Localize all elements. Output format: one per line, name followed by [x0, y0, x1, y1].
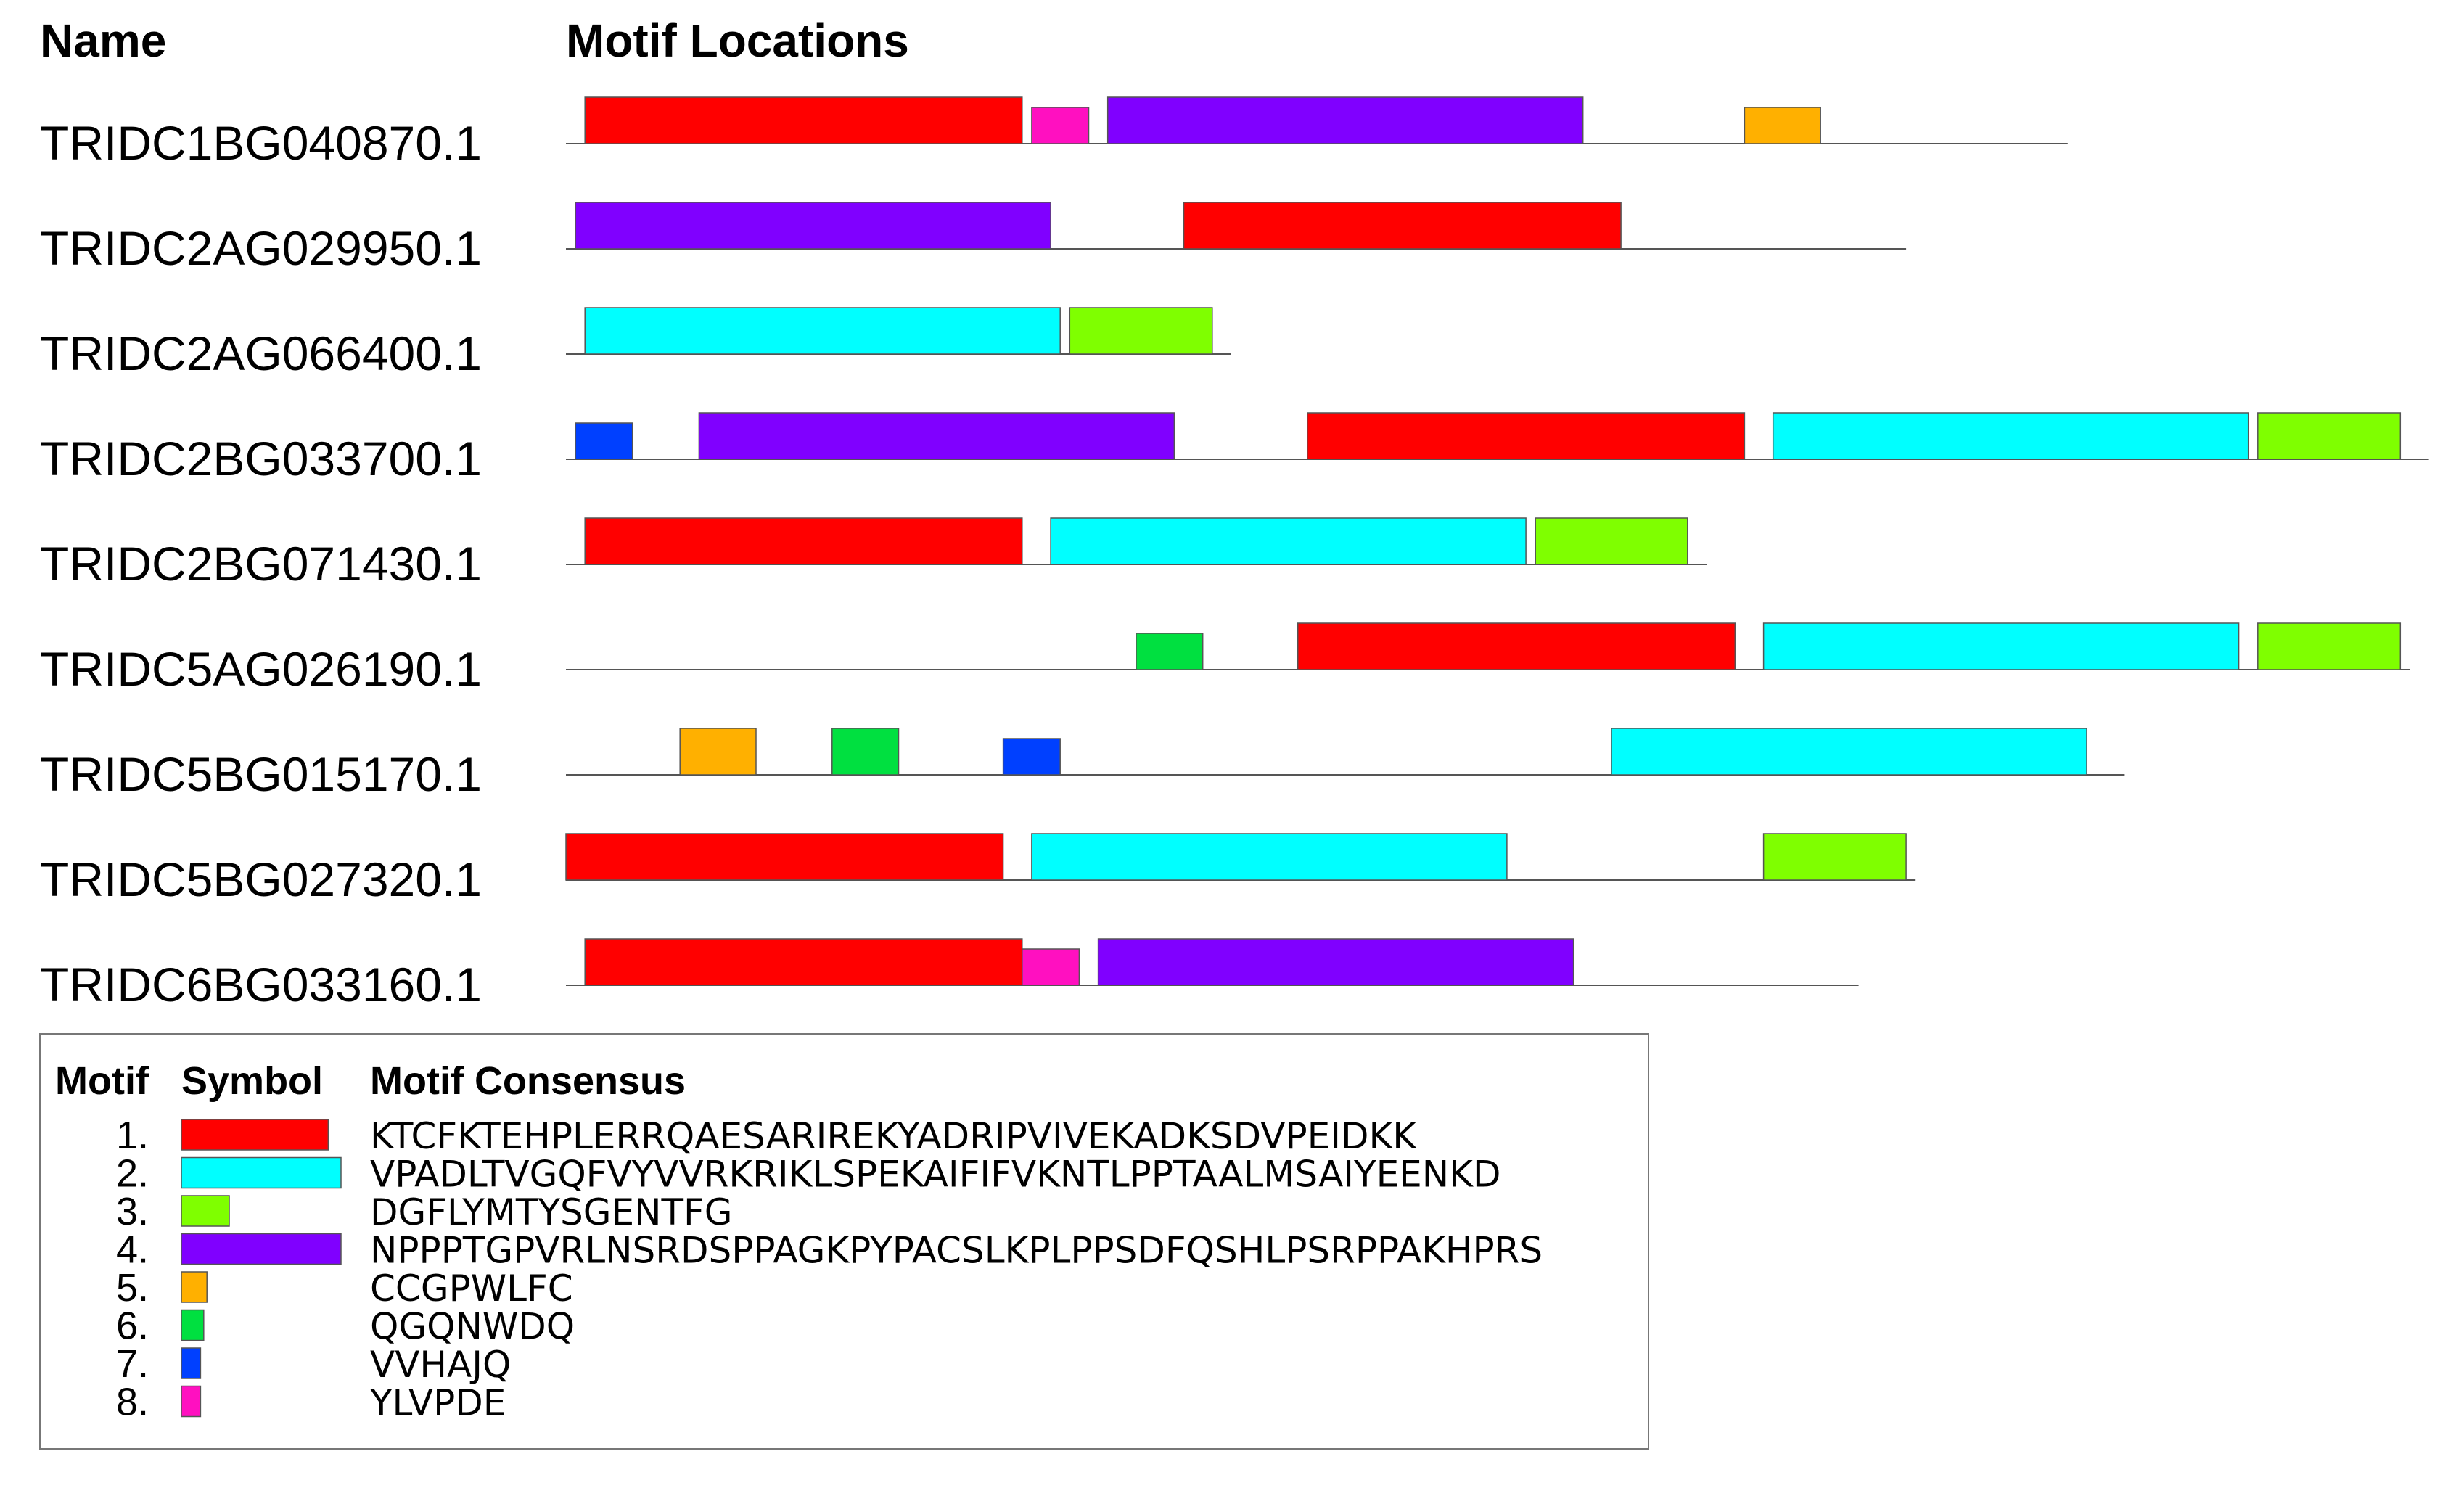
sequence-row: TRIDC1BG040870.1: [40, 96, 2068, 170]
legend-motif-5-symbol: [181, 1271, 208, 1303]
motif-6-block: [831, 728, 900, 776]
legend-motif-number: 8.: [116, 1381, 149, 1424]
motif-5-block: [679, 728, 757, 776]
motif-1-block: [584, 96, 1023, 144]
motif-2-block: [584, 307, 1061, 355]
sequence-name: TRIDC6BG033160.1: [40, 958, 482, 1011]
legend-motif-7-symbol: [181, 1347, 202, 1379]
legend-motif-8-symbol: [181, 1385, 202, 1418]
motif-2-block: [1611, 728, 2087, 776]
motif-legend: Motif Symbol Motif Consensus 1. KTCFKTEHP…: [39, 1033, 1649, 1450]
sequence-name: TRIDC2BG071430.1: [40, 537, 482, 591]
legend-row: 5. CCGPWLFC: [116, 1266, 573, 1310]
motif-4-block: [1097, 938, 1574, 986]
legend-row: 4. NPPPTGPVRLNSRDSPPAGKPYPACSLKPLPPSDFQSH…: [116, 1228, 1543, 1272]
sequence-name: TRIDC5BG027320.1: [40, 852, 482, 906]
motif-5-block: [1744, 107, 1821, 144]
legend-motif-consensus: VPADLTVGQFVYVVRKRIKLSPEKAIFIFVKNTLPPTAAL…: [370, 1154, 1500, 1196]
legend-row: 3. DGFLYMTYSGENTFG: [116, 1190, 733, 1233]
legend-row: 8. YLVPDE: [116, 1381, 506, 1424]
motif-2-block: [1031, 833, 1508, 881]
sequence-name: TRIDC2AG066400.1: [40, 326, 482, 380]
legend-motif-number: 3.: [116, 1190, 149, 1233]
sequence-name: TRIDC5AG026190.1: [40, 642, 482, 696]
sequence-tracks: TRIDC1BG040870.1TRIDC2AG029950.1TRIDC2AG…: [40, 96, 2429, 1011]
motif-3-block: [2257, 622, 2402, 670]
legend-motif-number: 6.: [116, 1304, 149, 1348]
legend-motif-consensus: QGQNWDQ: [370, 1306, 575, 1348]
motif-3-block: [1535, 517, 1688, 565]
legend-motif-consensus: DGFLYMTYSGENTFG: [370, 1191, 733, 1233]
motif-8-block: [1022, 948, 1080, 986]
sequence-name: TRIDC2BG033700.1: [40, 432, 482, 485]
legend-motif-1-symbol: [181, 1119, 329, 1151]
sequence-name: TRIDC1BG040870.1: [40, 116, 482, 170]
motif-4-block: [698, 412, 1175, 460]
motif-3-block: [2257, 412, 2402, 460]
legend-motif-header: Motif: [55, 1059, 149, 1103]
motif-4-block: [575, 202, 1051, 250]
sequence-row: TRIDC2AG066400.1: [40, 307, 1231, 380]
legend-motif-consensus: KTCFKTEHPLERRQAESARIREKYADRIPVIVEKADKSDV…: [370, 1115, 1417, 1157]
sequence-row: TRIDC2AG029950.1: [40, 202, 1907, 275]
motif-1-block: [1307, 412, 1746, 460]
legend-motif-consensus: NPPPTGPVRLNSRDSPPAGKPYPACSLKPLPPSDFQSHLP…: [370, 1230, 1543, 1272]
legend-motif-number: 7.: [116, 1342, 149, 1386]
legend-rows: 1. KTCFKTEHPLERRQAESARIREKYADRIPVIVEKADKS…: [116, 1114, 1543, 1424]
legend-row: 7. VVHAJQ: [116, 1342, 511, 1386]
legend-consensus-header: Motif Consensus: [370, 1059, 686, 1103]
legend-motif-number: 4.: [116, 1228, 149, 1272]
motif-locations-header: Motif Locations: [566, 15, 909, 67]
sequence-row: TRIDC5BG027320.1: [40, 833, 1916, 906]
legend-symbol-header: Symbol: [181, 1059, 323, 1103]
motif-1-block: [1297, 622, 1736, 670]
name-column-header: Name: [40, 15, 166, 67]
legend-motif-number: 5.: [116, 1266, 149, 1310]
sequence-row: TRIDC5AG026190.1: [40, 622, 2410, 696]
motif-1-block: [584, 517, 1023, 565]
sequence-row: TRIDC5BG015170.1: [40, 728, 2125, 801]
legend-motif-2-symbol: [181, 1156, 342, 1189]
legend-motif-number: 2.: [116, 1152, 149, 1196]
legend-row: 2. VPADLTVGQFVYVVRKRIKLSPEKAIFIFVKNTLPPTA…: [116, 1152, 1501, 1196]
motif-3-block: [1069, 307, 1213, 355]
motif-7-block: [575, 422, 633, 460]
motif-1-block: [565, 833, 1004, 881]
legend-motif-consensus: VVHAJQ: [370, 1344, 511, 1386]
sequence-row: TRIDC2BG071430.1: [40, 517, 1707, 591]
motif-6-block: [1136, 633, 1204, 670]
sequence-name: TRIDC5BG015170.1: [40, 747, 482, 801]
sequence-row: TRIDC6BG033160.1: [40, 938, 1859, 1011]
legend-motif-consensus: CCGPWLFC: [370, 1267, 573, 1310]
sequence-row: TRIDC2BG033700.1: [40, 412, 2429, 485]
motif-1-block: [584, 938, 1023, 986]
legend-motif-6-symbol: [181, 1309, 205, 1341]
sequence-name: TRIDC2AG029950.1: [40, 221, 482, 275]
legend-row: 6. QGQNWDQ: [116, 1304, 575, 1348]
legend-motif-4-symbol: [181, 1233, 342, 1265]
motif-4-block: [1106, 96, 1584, 144]
legend-row: 1. KTCFKTEHPLERRQAESARIREKYADRIPVIVEKADKS…: [116, 1114, 1417, 1157]
legend-motif-number: 1.: [116, 1114, 149, 1157]
motif-8-block: [1031, 107, 1090, 144]
motif-1-block: [1183, 202, 1622, 250]
motif-2-block: [1762, 622, 2240, 670]
legend-motif-3-symbol: [181, 1195, 230, 1227]
motif-2-block: [1050, 517, 1527, 565]
motif-2-block: [1772, 412, 2249, 460]
legend-motif-consensus: YLVPDE: [369, 1382, 506, 1424]
motif-7-block: [1002, 738, 1061, 776]
motif-3-block: [1762, 833, 1907, 881]
